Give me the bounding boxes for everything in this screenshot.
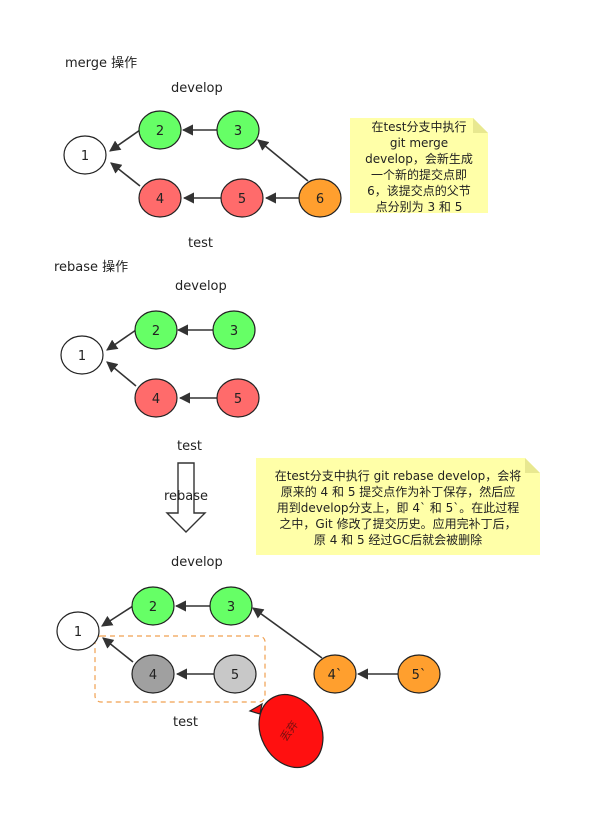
result-commit-2: 2 bbox=[131, 586, 175, 626]
rebase-note-line-4: 之中，Git 修改了提交历史。应用完补丁后， bbox=[279, 516, 516, 531]
rebase-result-section: develop test 1 2 3 4 5 4` bbox=[56, 555, 441, 768]
result-commit-5: 5 bbox=[213, 654, 257, 694]
rebase-commit-5: 5 bbox=[216, 378, 260, 418]
rebase-note-line-2: 原来的 4 和 5 提交点作为补丁保存，然后应 bbox=[281, 484, 516, 499]
merge-test-label: test bbox=[188, 236, 213, 251]
result-edge-4-1 bbox=[102, 637, 134, 663]
result-commit-5-circle bbox=[213, 654, 257, 694]
result-commit-4-circle bbox=[131, 654, 175, 694]
merge-note: 在test分支中执行 git merge develop，会新生成 一个新的提交… bbox=[350, 118, 488, 214]
rebase-commit-3-label: 3 bbox=[230, 324, 238, 339]
merge-commit-2: 2 bbox=[138, 110, 182, 150]
merge-commit-2-circle bbox=[138, 110, 182, 150]
rebase-commit-4-label: 4 bbox=[152, 392, 160, 407]
rebase-commit-2-circle bbox=[134, 310, 178, 350]
result-edge-2-1 bbox=[101, 605, 134, 627]
merge-title: merge 操作 bbox=[65, 55, 137, 71]
rebase-note-fold bbox=[525, 458, 540, 473]
result-commit-3-circle bbox=[209, 586, 253, 626]
rebase-commit-1-circle bbox=[60, 335, 104, 375]
merge-commit-6-circle bbox=[298, 178, 342, 218]
rebase-commit-1: 1 bbox=[60, 335, 104, 375]
merge-commit-1-label: 1 bbox=[81, 149, 89, 164]
rebase-note-line-3: 用到develop分支上，即 4` 和 5`。在此过程 bbox=[277, 500, 520, 515]
result-develop-label: develop bbox=[171, 555, 223, 570]
merge-commit-2-label: 2 bbox=[156, 124, 164, 139]
result-test-label: test bbox=[173, 715, 198, 730]
result-commit-5-prime-circle bbox=[397, 654, 441, 694]
merge-develop-label: develop bbox=[171, 81, 223, 96]
merge-note-line-6: 点分别为 3 和 5 bbox=[376, 200, 463, 214]
rebase-edge-2-1 bbox=[106, 329, 137, 351]
merge-note-line-3: develop，会新生成 bbox=[365, 151, 473, 166]
rebase-arrow-label: rebase bbox=[164, 489, 208, 504]
discard-marker-pointer bbox=[248, 702, 263, 715]
rebase-commit-4: 4 bbox=[134, 378, 178, 418]
rebase-develop-label: develop bbox=[175, 279, 227, 294]
result-commit-4: 4 bbox=[131, 654, 175, 694]
result-commit-3: 3 bbox=[209, 586, 253, 626]
rebase-section: rebase 操作 develop test 1 2 3 4 5 bbox=[54, 259, 540, 555]
merge-commit-3: 3 bbox=[216, 110, 260, 150]
rebase-commit-5-circle bbox=[216, 378, 260, 418]
rebase-test-label: test bbox=[177, 439, 202, 454]
merge-commit-5-label: 5 bbox=[238, 192, 246, 207]
merge-commit-4: 4 bbox=[138, 178, 182, 218]
result-commit-4-prime: 4` bbox=[313, 654, 357, 694]
merge-note-line-5: 6，该提交点的父节 bbox=[367, 183, 471, 198]
result-commit-2-label: 2 bbox=[149, 600, 157, 615]
rebase-note-line-5: 原 4 和 5 经过GC后就会被删除 bbox=[314, 532, 482, 547]
merge-commit-5-circle bbox=[220, 178, 264, 218]
merge-edge-6-3 bbox=[257, 139, 309, 182]
discarded-commits-box bbox=[94, 635, 266, 703]
merge-commit-4-circle bbox=[138, 178, 182, 218]
rebase-title: rebase 操作 bbox=[54, 259, 128, 275]
rebase-commit-1-label: 1 bbox=[78, 349, 86, 364]
merge-commit-6-label: 6 bbox=[316, 192, 324, 207]
merge-commit-4-label: 4 bbox=[156, 192, 164, 207]
merge-note-line-1: 在test分支中执行 bbox=[371, 119, 466, 134]
result-commit-5-label: 5 bbox=[231, 668, 239, 683]
merge-commit-1: 1 bbox=[63, 135, 107, 175]
merge-note-line-2: git merge bbox=[390, 136, 448, 150]
rebase-note-line-1: 在test分支中执行 git rebase develop，会将 bbox=[275, 468, 522, 483]
rebase-commit-2-label: 2 bbox=[152, 324, 160, 339]
rebase-commit-3: 3 bbox=[212, 310, 256, 350]
merge-edge-2-1 bbox=[109, 129, 141, 152]
merge-commit-6: 6 bbox=[298, 178, 342, 218]
rebase-commit-5-label: 5 bbox=[234, 392, 242, 407]
discard-marker-blob bbox=[258, 694, 324, 768]
result-commit-2-circle bbox=[131, 586, 175, 626]
discard-marker: 丢弃 bbox=[248, 694, 324, 768]
merge-note-line-4: 一个新的提交点即 bbox=[371, 167, 467, 182]
down-arrow-icon bbox=[165, 462, 207, 533]
merge-commit-1-circle bbox=[63, 135, 107, 175]
result-commit-1: 1 bbox=[56, 611, 100, 651]
merge-commit-3-circle bbox=[216, 110, 260, 150]
rebase-note-box bbox=[256, 458, 540, 555]
rebase-transition-arrow: rebase bbox=[164, 462, 208, 533]
merge-edge-4-1 bbox=[110, 162, 141, 187]
merge-commit-5: 5 bbox=[220, 178, 264, 218]
merge-section: merge 操作 develop test 1 2 3 4 5 bbox=[63, 55, 488, 251]
merge-note-fold bbox=[473, 118, 488, 133]
rebase-commit-4-circle bbox=[134, 378, 178, 418]
rebase-commit-3-circle bbox=[212, 310, 256, 350]
rebase-commit-2: 2 bbox=[134, 310, 178, 350]
result-edge-4p-3 bbox=[252, 607, 323, 659]
result-commit-3-label: 3 bbox=[227, 600, 235, 615]
result-commit-4-label: 4 bbox=[149, 668, 157, 683]
rebase-edge-4-1 bbox=[106, 361, 137, 387]
rebase-note: 在test分支中执行 git rebase develop，会将 原来的 4 和… bbox=[256, 458, 540, 555]
result-commit-5-prime: 5` bbox=[397, 654, 441, 694]
result-commit-4-prime-label: 4` bbox=[328, 668, 343, 683]
result-commit-4-prime-circle bbox=[313, 654, 357, 694]
merge-commit-3-label: 3 bbox=[234, 124, 242, 139]
merge-note-box bbox=[350, 118, 488, 213]
result-commit-1-label: 1 bbox=[74, 625, 82, 640]
result-commit-1-circle bbox=[56, 611, 100, 651]
result-commit-5-prime-label: 5` bbox=[412, 668, 427, 683]
